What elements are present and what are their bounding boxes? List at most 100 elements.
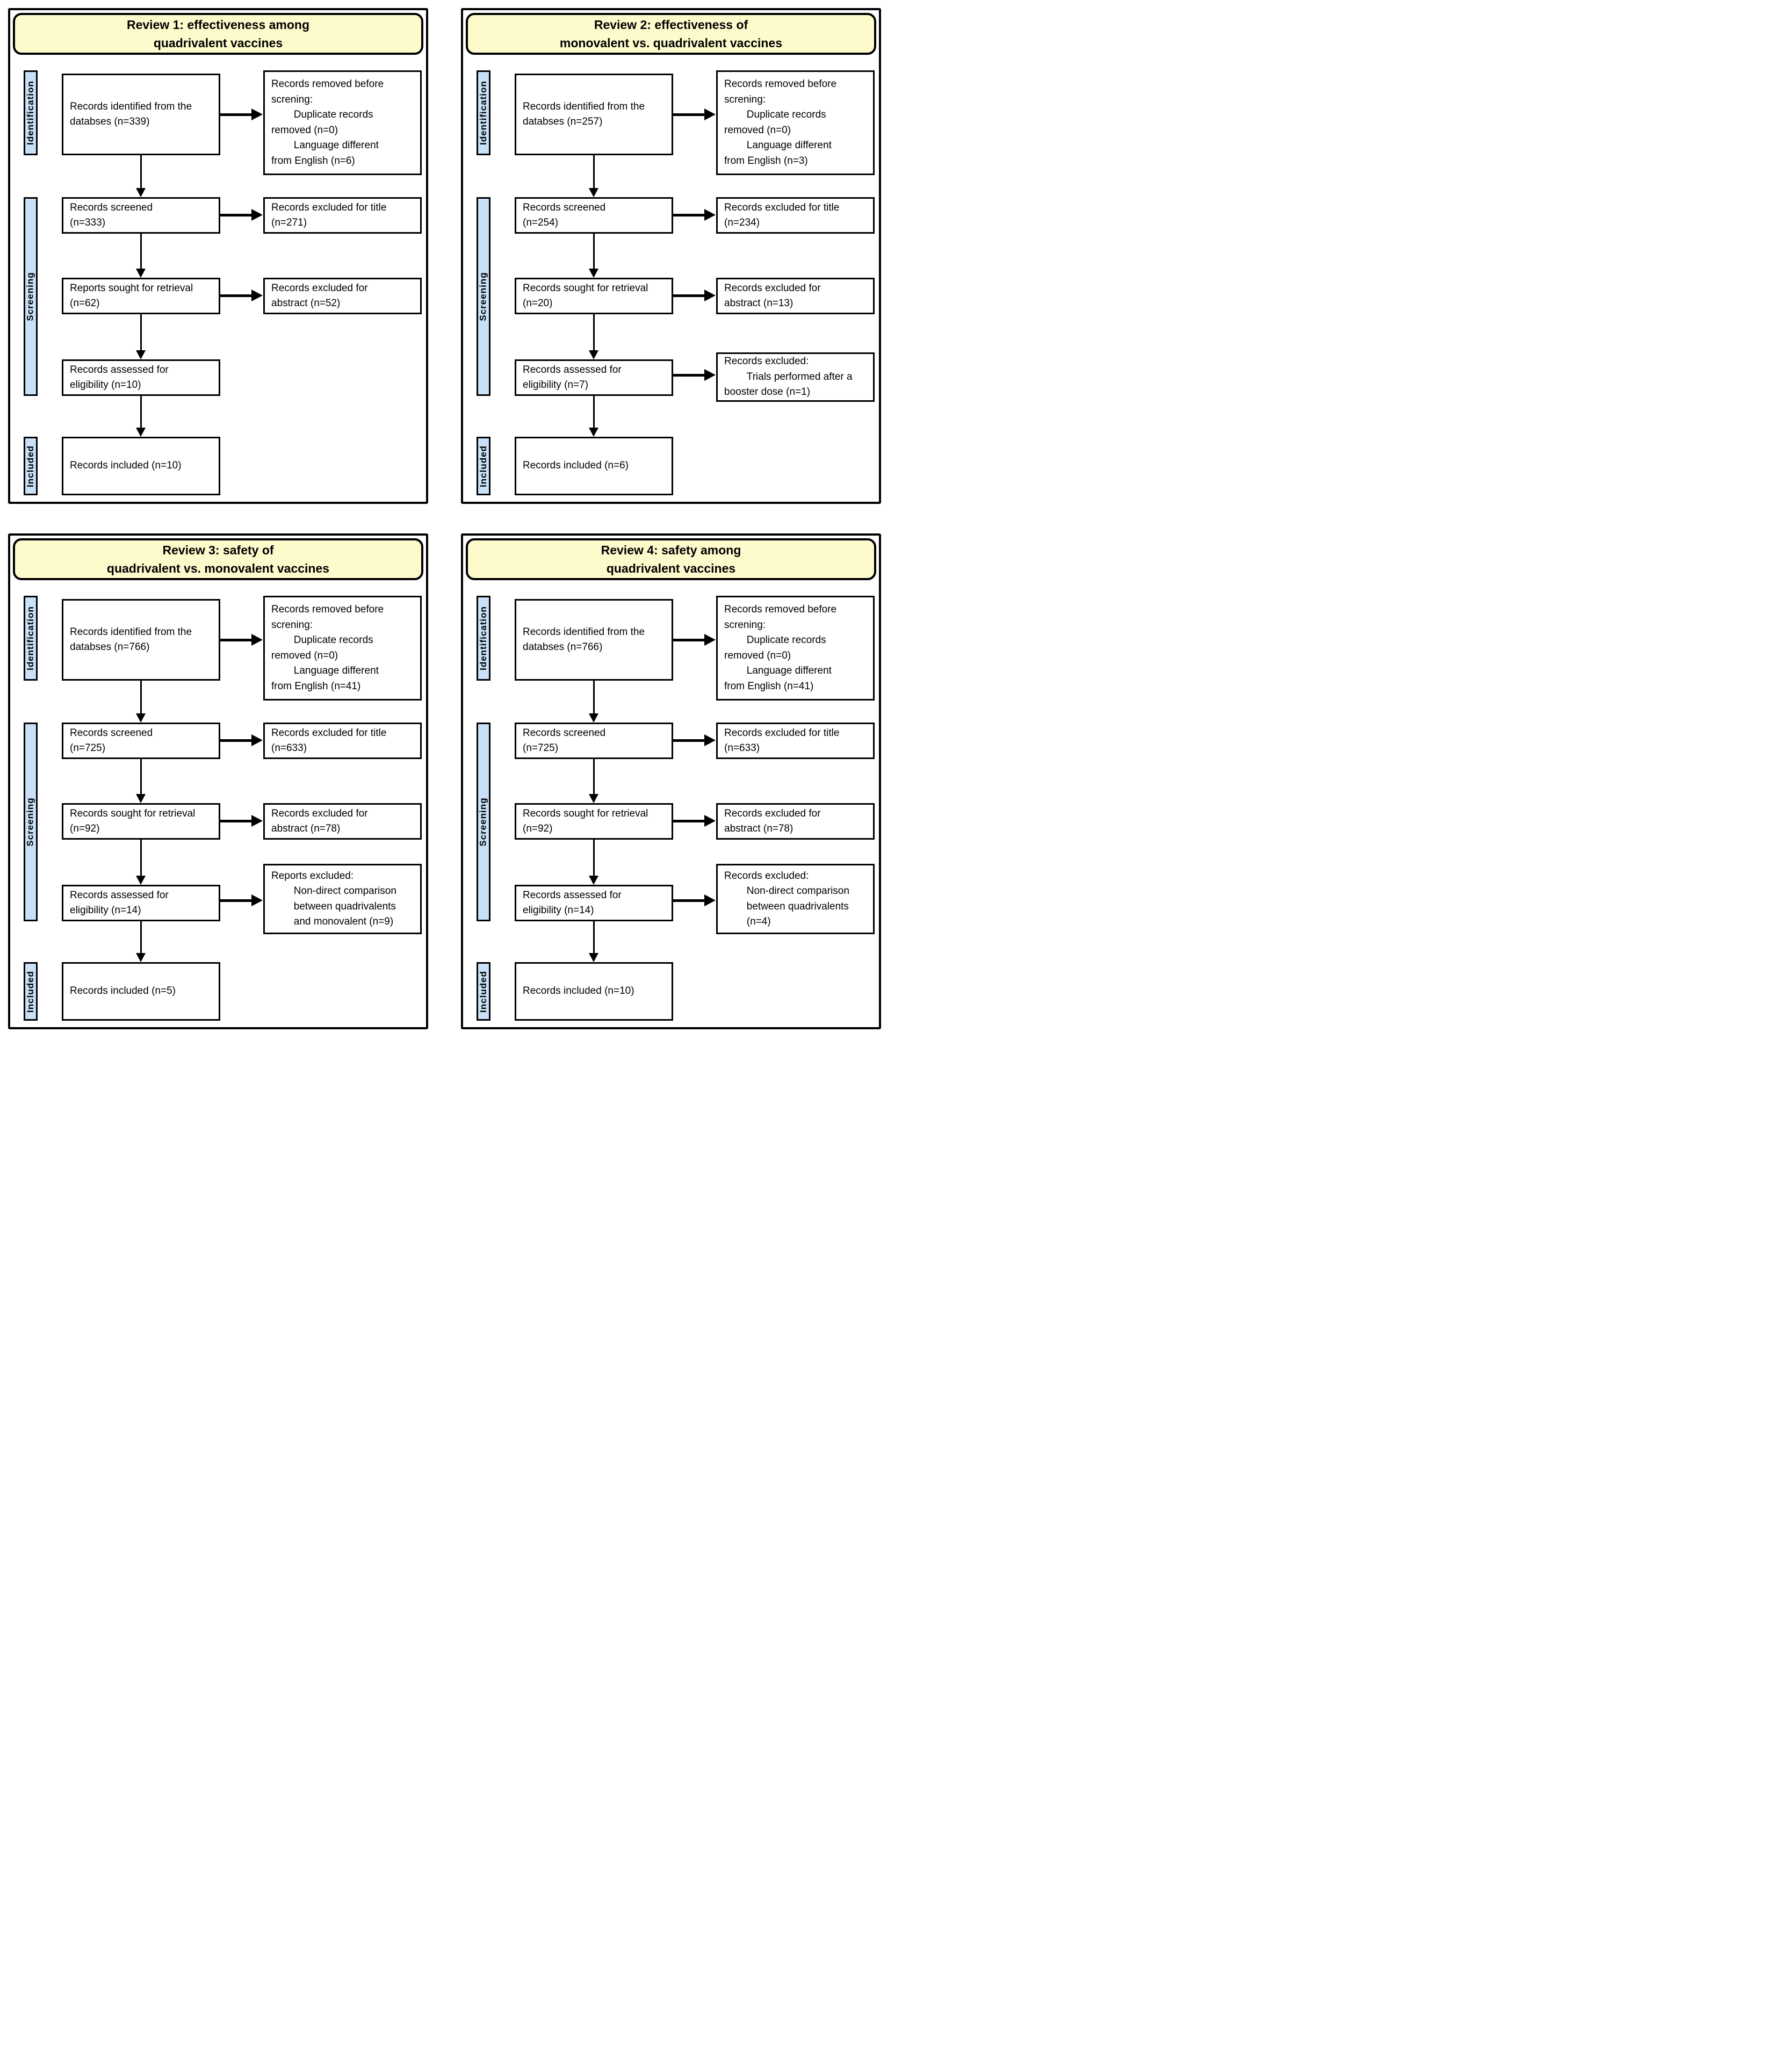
text-line: Records assessed for bbox=[70, 889, 169, 901]
text-line: eligibility (n=10) bbox=[70, 379, 141, 391]
text-line: from English (n=3) bbox=[724, 155, 808, 167]
text-line: Records excluded for title bbox=[724, 201, 840, 213]
text-line: (n=234) bbox=[724, 217, 760, 228]
excluded-for-title-box: Records excluded for title(n=271) bbox=[263, 197, 422, 234]
included-box: Records included (n=6) bbox=[515, 437, 673, 495]
text-line: abstract (n=13) bbox=[724, 298, 793, 309]
panel-title: Review 1: effectiveness among quadrivalen… bbox=[13, 13, 423, 55]
arrow-assessed-to-included bbox=[136, 921, 146, 962]
text-line: Records excluded: bbox=[724, 870, 809, 882]
stage-label-text: Identification bbox=[478, 81, 488, 145]
arrow-screened-to-sought bbox=[589, 234, 598, 278]
arrow-screened-to-sought bbox=[136, 759, 146, 803]
identified-box: Records identified from the databses (n=2… bbox=[515, 74, 673, 155]
arrow-identified-to-screened bbox=[589, 155, 598, 197]
arrow-assessed-to-included bbox=[589, 396, 598, 437]
text-line: (n=333) bbox=[70, 217, 106, 228]
screened-box: Records screened(n=725) bbox=[62, 723, 220, 759]
sought-retrieval-box: Reports sought for retrieval(n=62) bbox=[62, 278, 220, 314]
arrow-sought-to-assessed bbox=[589, 314, 598, 359]
screening-stage-label: Screening bbox=[477, 197, 490, 396]
arrow-assessed-to-excluded bbox=[220, 894, 263, 906]
records-excluded-box: Records excluded:Trials performed after … bbox=[716, 352, 875, 402]
text-line: Records screened bbox=[70, 201, 153, 213]
stage-label-text: Screening bbox=[25, 272, 36, 321]
text-line: Records excluded for bbox=[724, 807, 821, 819]
arrow-sought-to-assessed bbox=[136, 840, 146, 885]
included-box: Records included (n=10) bbox=[515, 962, 673, 1021]
text-line: Duplicate records bbox=[293, 109, 373, 120]
text-line: Records included (n=10) bbox=[70, 460, 182, 472]
stage-label-text: Identification bbox=[25, 81, 35, 145]
prisma-flow-diagram: Review 1: effectiveness among quadrivalen… bbox=[0, 0, 891, 1036]
text-line: Records excluded for bbox=[271, 807, 368, 819]
screened-box: Records screened(n=725) bbox=[515, 723, 673, 759]
text-line: Review 3: safety of bbox=[162, 543, 274, 557]
text-line: booster dose (n=1) bbox=[724, 386, 811, 398]
included-stage-label: Included bbox=[477, 437, 490, 495]
text-line: Records assessed for bbox=[523, 889, 622, 901]
arrow-sought-to-excluded-abstract bbox=[673, 290, 716, 301]
screening-stage-label: Screening bbox=[24, 197, 38, 396]
arrow-sought-to-excluded-abstract bbox=[220, 290, 263, 301]
text-line: quadrivalent vaccines bbox=[153, 36, 283, 50]
text-line: databses (n=257) bbox=[523, 116, 603, 127]
text-line: quadrivalent vaccines bbox=[606, 561, 736, 575]
text-line: Records excluded for title bbox=[271, 727, 387, 739]
stage-label-text: Screening bbox=[478, 272, 489, 321]
review-1-panel: Review 1: effectiveness among quadrivalen… bbox=[8, 8, 428, 504]
sought-retrieval-box: Records sought for retrieval(n=92) bbox=[62, 803, 220, 840]
text-line: (n=20) bbox=[523, 298, 553, 309]
panel-title: Review 4: safety among quadrivalent vacci… bbox=[466, 538, 876, 580]
arrow-assessed-to-excluded bbox=[673, 369, 716, 381]
arrow-identified-to-removed bbox=[220, 634, 263, 646]
text-line: Reports excluded: bbox=[271, 870, 354, 882]
screened-box: Records screened (n=333) bbox=[62, 197, 220, 234]
text-line: abstract (n=52) bbox=[271, 298, 341, 309]
text-line: databses (n=766) bbox=[70, 641, 150, 653]
text-line: Records identified from the bbox=[523, 100, 645, 112]
text-line: Records screened bbox=[523, 727, 606, 739]
text-line: Review 1: effectiveness among bbox=[126, 17, 310, 32]
text-line: screning: bbox=[271, 619, 313, 631]
text-line: Records excluded for title bbox=[724, 727, 840, 739]
text-line: Language different bbox=[293, 140, 379, 151]
text-line: Non-direct comparison bbox=[293, 885, 396, 897]
text-line: Records excluded for title bbox=[271, 201, 387, 213]
identification-stage-label: Identification bbox=[477, 596, 490, 681]
text-line: Records removed before bbox=[271, 78, 384, 90]
text-line: quadrivalent vs. monovalent vaccines bbox=[106, 561, 330, 575]
text-line: screning: bbox=[724, 93, 766, 105]
text-line: screning: bbox=[271, 93, 313, 105]
identification-stage-label: Identification bbox=[24, 596, 38, 681]
text-line: Records screened bbox=[523, 201, 606, 213]
text-line: Records assessed for bbox=[523, 364, 622, 376]
assessed-eligibility-box: Records assessed for eligibility (n=14) bbox=[515, 885, 673, 921]
arrow-identified-to-removed bbox=[673, 634, 716, 646]
stage-label-text: Included bbox=[478, 445, 488, 487]
sought-retrieval-box: Records sought for retrieval(n=92) bbox=[515, 803, 673, 840]
text-line: Non-direct comparison bbox=[746, 885, 849, 897]
arrow-sought-to-assessed bbox=[589, 840, 598, 885]
text-line: Review 4: safety among bbox=[601, 543, 741, 557]
stage-label-text: Screening bbox=[478, 797, 489, 847]
arrow-identified-to-removed bbox=[220, 109, 263, 120]
text-line: screning: bbox=[724, 619, 766, 631]
text-line: Language different bbox=[293, 665, 379, 676]
identification-stage-label: Identification bbox=[24, 70, 38, 155]
text-line: databses (n=339) bbox=[70, 116, 150, 127]
screening-stage-label: Screening bbox=[477, 723, 490, 921]
text-line: eligibility (n=14) bbox=[523, 905, 594, 916]
included-box: Records included (n=5) bbox=[62, 962, 220, 1021]
text-line: (n=4) bbox=[746, 916, 771, 927]
text-line: Language different bbox=[746, 140, 832, 151]
text-line: Records removed before bbox=[724, 78, 837, 90]
